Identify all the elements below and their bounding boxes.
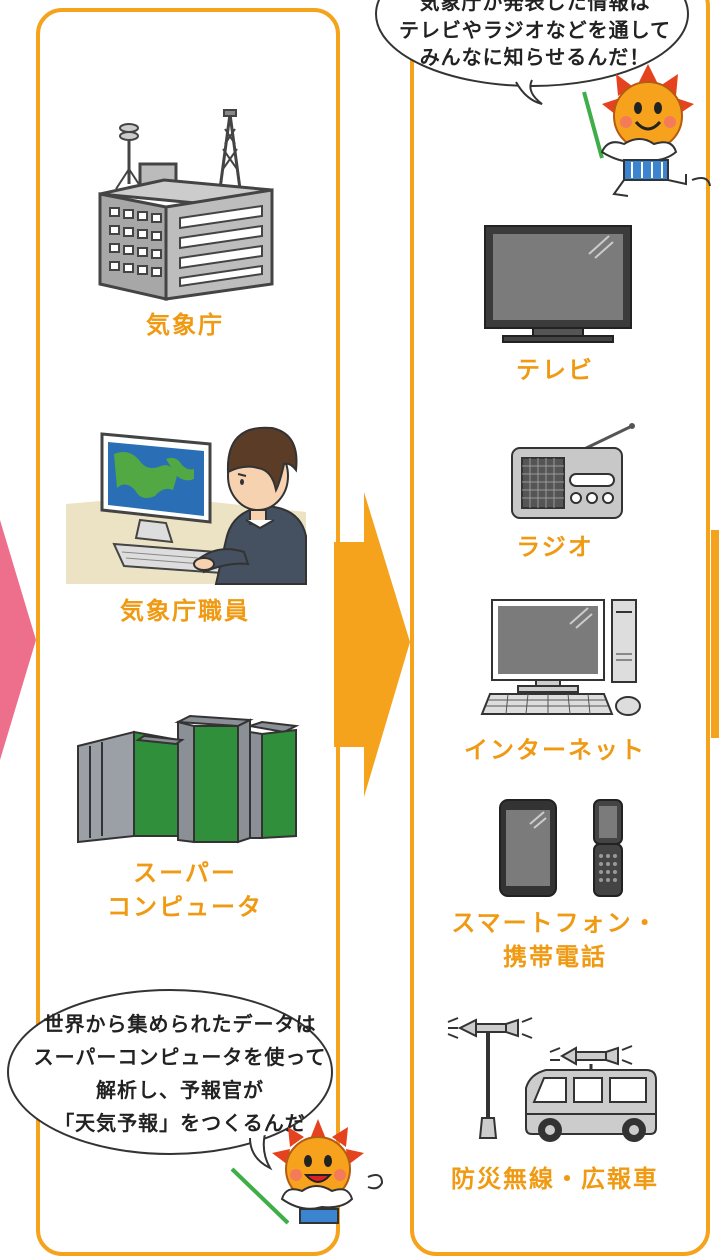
- speech-bubble-left: [7, 989, 333, 1171]
- sun-mascot-pointer-icon: [582, 64, 711, 197]
- forecaster-icon: [66, 426, 307, 585]
- bubble-left-line-1: 世界から集められたデータは: [43, 1012, 317, 1036]
- right-item-label-internet: インターネット: [464, 736, 646, 764]
- radio-icon: [511, 423, 635, 519]
- bubble-right-line-3: みんなに知らせるんだ！: [419, 45, 651, 69]
- right-item-label-van: 防災無線・広報車: [451, 1165, 659, 1193]
- supercomputer-icon: [77, 714, 300, 844]
- bubble-right-line-1: 気象庁が発表した情報は: [419, 0, 651, 14]
- pink-flow-arrow: [0, 520, 36, 760]
- loudspeaker-van-icon: [447, 1017, 657, 1142]
- bubble-left-line-3: 解析し、予報官が: [96, 1078, 264, 1102]
- bubble-left-line-4: 「天気予報」をつくるんだ: [54, 1111, 306, 1135]
- orange-flow-arrow-right: [711, 530, 719, 738]
- speech-bubble-right: [375, 0, 689, 105]
- sun-mascot-icon: [230, 1119, 384, 1225]
- desktop-computer-icon: [480, 599, 641, 716]
- left-item-label-jma: 気象庁: [146, 311, 224, 339]
- left-item-label-staff: 気象庁職員: [120, 597, 250, 625]
- tv-icon: [484, 225, 632, 343]
- building-icon: [98, 109, 274, 301]
- smartphone-icon: [499, 799, 623, 897]
- right-item-label-phone1: スマートフォン・: [451, 909, 659, 937]
- bubble-right-line-2: テレビやラジオなどを通して: [399, 18, 671, 42]
- right-item-label-phone2: 携帯電話: [503, 943, 607, 971]
- right-item-label-radio: ラジオ: [516, 533, 594, 561]
- left-item-label-super2: コンピュータ: [107, 893, 263, 921]
- left-item-label-super1: スーパー: [133, 859, 237, 887]
- right-item-label-tv: テレビ: [516, 356, 594, 384]
- orange-flow-arrow: [334, 492, 410, 797]
- bubble-left-line-2: スーパーコンピュータを使って: [33, 1045, 327, 1069]
